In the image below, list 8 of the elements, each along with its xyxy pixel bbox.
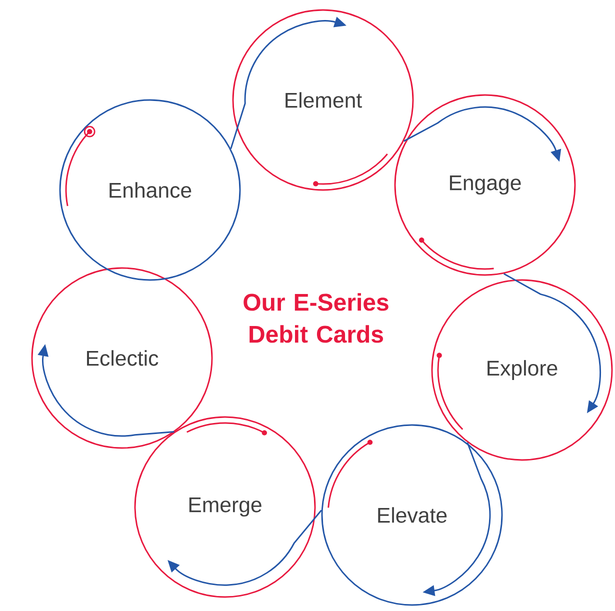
circle-node: Explore: [431, 279, 613, 461]
circle-node: Enhance: [59, 99, 241, 281]
circle-node: Element: [232, 9, 414, 191]
circle-node: Elevate: [321, 424, 503, 606]
circle-node: Eclectic: [31, 267, 213, 449]
circle-node: Engage: [394, 94, 576, 276]
circle-node: Emerge: [134, 416, 316, 598]
title: Our E-Series Debit Cards: [244, 293, 388, 343]
